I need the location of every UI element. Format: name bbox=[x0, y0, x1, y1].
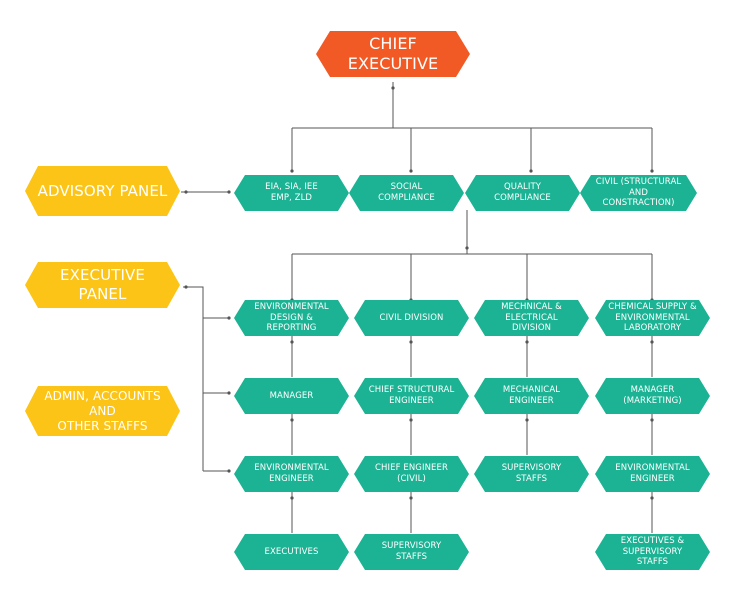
chief-structural-engineer-node: CHIEF STRUCTURAL ENGINEER bbox=[354, 378, 469, 414]
civil-structural-node: CIVIL (STRUCTURAL AND CONSTRACTION) bbox=[580, 175, 697, 211]
supervisory-staffs-node-2: SUPERVISORY STAFFS bbox=[354, 534, 469, 570]
supervisory-staffs-node: SUPERVISORY STAFFS bbox=[474, 456, 589, 492]
admin-accounts-staff-node: ADMIN, ACCOUNTS AND OTHER STAFFS bbox=[25, 386, 180, 436]
quality-compliance-node: QUALITY COMPLIANCE bbox=[465, 175, 580, 211]
mechanical-electrical-division-node: MECHNICAL & ELECTRICAL DIVISION bbox=[474, 300, 589, 336]
environmental-design-node: ENVIRONMENTAL DESIGN & REPORTING bbox=[234, 300, 349, 336]
advisory-panel-node: ADVISORY PANEL bbox=[25, 166, 180, 216]
civil-division-node: CIVIL DIVISION bbox=[354, 300, 469, 336]
manager-node: MANAGER bbox=[234, 378, 349, 414]
manager-marketing-node: MANAGER (MARKETING) bbox=[595, 378, 710, 414]
eia-sia-iee-node: EIA, SIA, IEE EMP, ZLD bbox=[234, 175, 349, 211]
executives-node: EXECUTIVES bbox=[234, 534, 349, 570]
executive-panel-node: EXECUTIVE PANEL bbox=[25, 262, 180, 308]
environmental-engineer-node: ENVIRONMENTAL ENGINEER bbox=[234, 456, 349, 492]
mechanical-engineer-node: MECHANICAL ENGINEER bbox=[474, 378, 589, 414]
social-compliance-node: SOCIAL COMPLIANCE bbox=[349, 175, 464, 211]
environmental-engineer-node-2: ENVIRONMENTAL ENGINEER bbox=[595, 456, 710, 492]
chief-engineer-civil-node: CHIEF ENGINEER (CIVIL) bbox=[354, 456, 469, 492]
chemical-supply-laboratory-node: CHEMICAL SUPPLY & ENVIRONMENTAL LABORATO… bbox=[595, 300, 710, 336]
executives-supervisory-staffs-node: EXECUTIVES & SUPERVISORY STAFFS bbox=[595, 534, 710, 570]
chief-executive-node: CHIEF EXECUTIVE bbox=[316, 31, 470, 77]
